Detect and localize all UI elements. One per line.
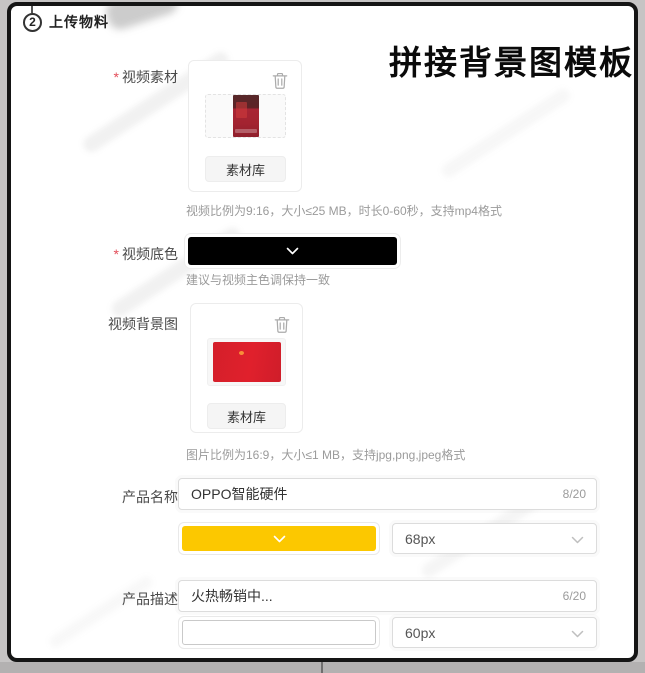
video-background-image-hint: 图片比例为16:9，大小≤1 MB，支持jpg,png,jpeg格式 [186,448,466,462]
font-size-value: 68px [405,530,436,547]
product-description-color-select[interactable] [178,616,380,649]
step-connector-line [31,6,33,13]
product-name-color-swatch [182,526,376,551]
background-image-library-button[interactable]: 素材库 [207,403,286,429]
video-material-label: *视频素材 [113,69,178,85]
product-name-label: 产品名称 [122,489,178,505]
required-mark: * [113,69,119,85]
product-name-input-wrap: 8/20 [178,478,597,510]
video-material-hint: 视频比例为9:16，大小≤25 MB，时长0-60秒，支持mp4格式 [186,204,502,218]
required-mark: * [113,246,119,262]
delete-video-button[interactable] [271,71,289,90]
watermark-smudge [439,86,573,180]
step-title: 上传物料 [49,14,109,30]
trash-icon [273,316,291,337]
outer-strip-divider [321,662,323,673]
background-image-thumbnail-area[interactable] [207,338,286,386]
product-name-font-size-select[interactable]: 68px [392,523,597,554]
product-description-input-wrap: 6/20 [178,580,597,612]
video-background-image-upload-card: 素材库 [190,303,303,433]
page-title: 拼接背景图模板 [389,44,634,81]
watermark-smudge [47,574,155,650]
chevron-down-icon [286,242,299,260]
product-description-char-counter: 6/20 [562,589,586,603]
video-base-color-label: *视频底色 [113,246,178,262]
watermark-smudge [103,6,181,33]
upload-materials-panel: 2 上传物料 拼接背景图模板 *视频素材 素材库 视频比例为9:16，大小≤25… [7,2,638,662]
step-number-badge: 2 [23,12,42,32]
product-description-color-swatch [182,620,376,645]
video-thumbnail-area[interactable] [205,94,286,138]
video-base-color-hint: 建议与视频主色调保持一致 [186,273,331,287]
video-background-image-label: 视频背景图 [108,316,178,332]
background-image-thumbnail [212,342,281,382]
step-header: 2 上传物料 [23,12,109,32]
product-description-label: 产品描述 [122,591,178,607]
chevron-down-icon [571,625,584,641]
chevron-down-icon [571,531,584,547]
video-thumbnail [232,95,259,137]
delete-background-image-button[interactable] [273,315,291,334]
product-description-font-size-select[interactable]: 60px [392,617,597,648]
trash-icon [271,72,289,93]
font-size-value: 60px [405,624,436,641]
product-name-color-select[interactable] [178,522,380,555]
chevron-down-icon [273,530,286,548]
product-description-input[interactable] [189,587,555,605]
video-material-library-button[interactable]: 素材库 [205,156,286,182]
video-base-color-select[interactable] [188,237,397,265]
product-name-char-counter: 8/20 [562,487,586,501]
product-name-input[interactable] [189,485,555,503]
video-material-upload-card: 素材库 [188,60,302,192]
outer-bottom-strip [0,662,645,673]
